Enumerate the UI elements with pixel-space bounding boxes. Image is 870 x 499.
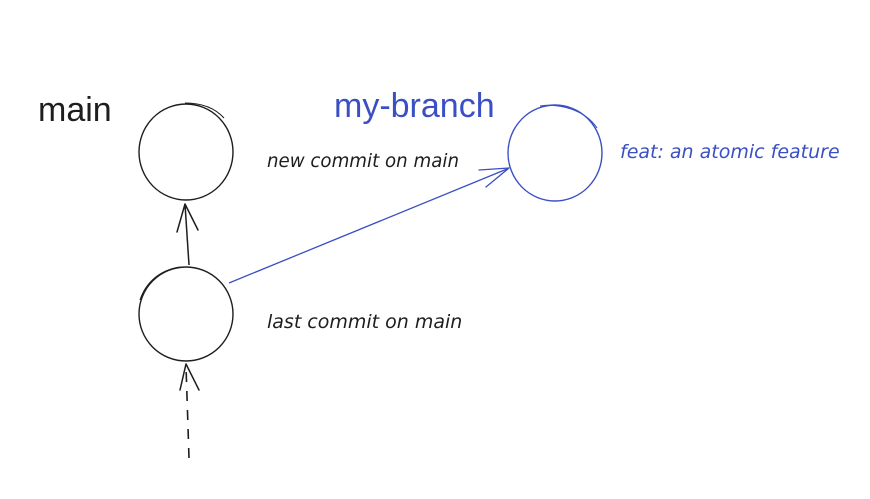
new-commit-label: new commit on main: [267, 150, 459, 172]
new-commit-node: [138, 102, 234, 201]
my-branch-label: my-branch: [334, 87, 495, 125]
last-commit-label: last commit on main: [267, 311, 462, 333]
main-branch-label: main: [38, 91, 112, 129]
main-parent-arrow: [176, 203, 199, 266]
last-commit-node: [138, 266, 234, 362]
feature-commit-node: [507, 104, 603, 202]
feature-commit-label: feat: an atomic feature: [620, 141, 840, 163]
branch-arrow: [228, 167, 510, 284]
history-arrow: [179, 363, 200, 459]
